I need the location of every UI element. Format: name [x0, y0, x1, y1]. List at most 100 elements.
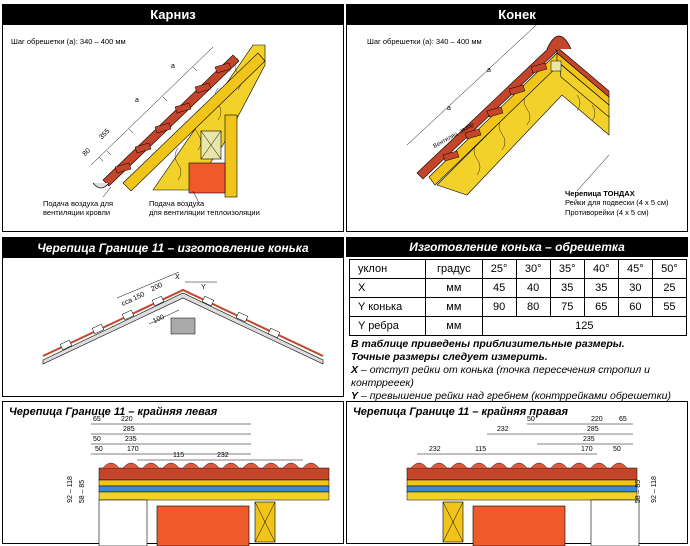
left-edge-drawing	[91, 423, 330, 546]
table-cell: мм	[425, 297, 483, 317]
eaves-gutter	[92, 182, 110, 189]
table-cell: 60	[617, 297, 653, 317]
table-row: X мм 45 40 35 35 30 25	[348, 278, 688, 298]
ridge-title: Конек	[347, 5, 687, 25]
table-cell: 125	[481, 316, 688, 336]
note-bold-1: В таблице приведены приблизительные разм…	[351, 338, 625, 350]
table-header-cell: уклон	[348, 259, 427, 279]
table-cell: 35	[583, 278, 619, 298]
table-header-cell: 35°	[549, 259, 585, 279]
left-dim: 220	[121, 416, 133, 423]
right-dim: 232	[429, 446, 441, 453]
right-edge-panel: Черепица Границе 11 – крайняя правая 50 …	[346, 401, 688, 546]
left-dim: 65	[93, 416, 101, 423]
note-y-text: – превышение рейки над гребнем (контррей…	[358, 390, 671, 402]
table-row: Y конька мм 90 80 75 65 60 55	[348, 297, 688, 317]
batten-notes: В таблице приведены приблизительные разм…	[351, 338, 689, 403]
left-dim: 58 – 85	[79, 479, 87, 504]
right-dim: 235	[583, 436, 595, 443]
left-dim: 50	[93, 436, 101, 443]
left-dim: 50	[95, 446, 103, 453]
eaves-dim-a-1: а	[135, 97, 139, 104]
note-y: Y – превышение рейки над гребнем (контрр…	[351, 390, 689, 403]
table-header-cell: 45°	[617, 259, 653, 279]
table-cell: 35	[549, 278, 585, 298]
ridge-legend-line1: Рейки для подвески (4 х 5 см)	[565, 198, 669, 207]
table-cell: 90	[481, 297, 517, 317]
table-cell: 25	[651, 278, 688, 298]
right-dim: 285	[587, 426, 599, 433]
right-dim: 115	[475, 446, 487, 453]
note-x-key: X	[351, 364, 359, 376]
table-cell: 30	[617, 278, 653, 298]
table-cell: 55	[651, 297, 688, 317]
note-x-text: – отступ рейки от конька (точка пересече…	[351, 364, 651, 389]
ridge-cap	[546, 35, 572, 50]
left-dim: 232	[217, 452, 229, 459]
right-dim: 170	[581, 446, 593, 453]
table-header-cell: 40°	[583, 259, 619, 279]
eaves-panel: Карниз Шаг обрешетки (а): 340 – 400 мм	[2, 4, 344, 232]
ridge-drawing	[406, 14, 610, 196]
right-edge-title: Черепица Границе 11 – крайняя правая	[353, 406, 568, 418]
left-dim: 235	[125, 436, 137, 443]
ridge-panel: Конек Шаг обрешетки (а): 340 – 400 мм	[346, 4, 688, 232]
batten-table-title: Изготовление конька – обрешетка	[346, 237, 688, 257]
ridge-pitch-note: Шаг обрешетки (а): 340 – 400 мм	[367, 37, 482, 46]
eaves-pitch-note: Шаг обрешетки (а): 340 – 400 мм	[11, 37, 126, 46]
left-dim: 115	[173, 452, 185, 459]
ridge-making-panel: Черепица Границе 11 – изготовление коньк…	[2, 237, 344, 397]
right-dim: 65	[619, 416, 627, 423]
left-dim: 92 – 118	[66, 476, 74, 503]
left-edge-title: Черепица Границе 11 – крайняя левая	[9, 406, 218, 418]
eaves-dim-a-2: а	[171, 63, 175, 70]
table-header-cell: 50°	[651, 259, 688, 279]
table-cell: 65	[583, 297, 619, 317]
left-edge-brick	[156, 505, 250, 546]
ridge-dim-a-2: а	[487, 67, 491, 74]
eaves-note-left: Подача воздуха для вентиляции кровли	[43, 199, 114, 217]
table-header-cell: 25°	[481, 259, 517, 279]
eaves-note-right: Подача воздуха для вентиляции теплоизоля…	[149, 199, 260, 217]
right-dim: 232	[497, 426, 509, 433]
table-cell: Y ребра	[348, 316, 427, 336]
right-dim: 50	[613, 446, 621, 453]
table-cell: Y конька	[348, 297, 427, 317]
table-cell: 75	[549, 297, 585, 317]
ridge-dim-a-1: а	[447, 105, 451, 112]
ridge-making-dim-x: X	[175, 274, 180, 281]
eaves-drawing	[90, 44, 266, 204]
right-edge-brick	[472, 505, 566, 546]
table-cell: мм	[425, 278, 483, 298]
ridge-making-dim-y: Y	[201, 284, 206, 291]
table-cell: мм	[425, 316, 483, 336]
table-row: Y ребра мм 125	[348, 316, 688, 336]
note-y-key: Y	[351, 390, 359, 402]
left-edge-panel: Черепица Границе 11 – крайняя левая 65 2…	[2, 401, 344, 546]
table-cell: 40	[515, 278, 551, 298]
table-header-cell: 30°	[515, 259, 551, 279]
right-dim: 50	[527, 416, 535, 423]
eaves-brick	[188, 162, 226, 194]
left-dim: 285	[123, 426, 135, 433]
right-dim: 58 – 85	[635, 479, 643, 504]
note-x: X – отступ рейки от конька (точка пересе…	[351, 364, 689, 390]
table-cell: 45	[481, 278, 517, 298]
ridge-legend-title: Черепица ТОНДАХ	[565, 189, 635, 198]
right-edge-drawing	[406, 423, 640, 546]
ridge-making-drawing	[42, 271, 324, 365]
eaves-rafter	[122, 52, 266, 192]
ridge-making-title: Черепица Границе 11 – изготовление коньк…	[3, 238, 343, 258]
table-cell: 80	[515, 297, 551, 317]
right-dim: 92 – 118	[650, 476, 658, 503]
right-dim: 220	[591, 416, 603, 423]
note-bold-2: Точные размеры следует измерить.	[351, 351, 548, 363]
table-cell: X	[348, 278, 427, 298]
eaves-wall	[224, 114, 238, 198]
left-dim: 170	[127, 446, 139, 453]
eaves-title: Карниз	[3, 5, 343, 25]
table-header-cell: градус	[425, 259, 483, 279]
ridge-legend-line2: Противорейки (4 х 5 см)	[565, 208, 649, 217]
batten-table: уклон градус 25° 30° 35° 40° 45° 50° X м…	[348, 259, 688, 336]
table-row: уклон градус 25° 30° 35° 40° 45° 50°	[348, 259, 688, 279]
